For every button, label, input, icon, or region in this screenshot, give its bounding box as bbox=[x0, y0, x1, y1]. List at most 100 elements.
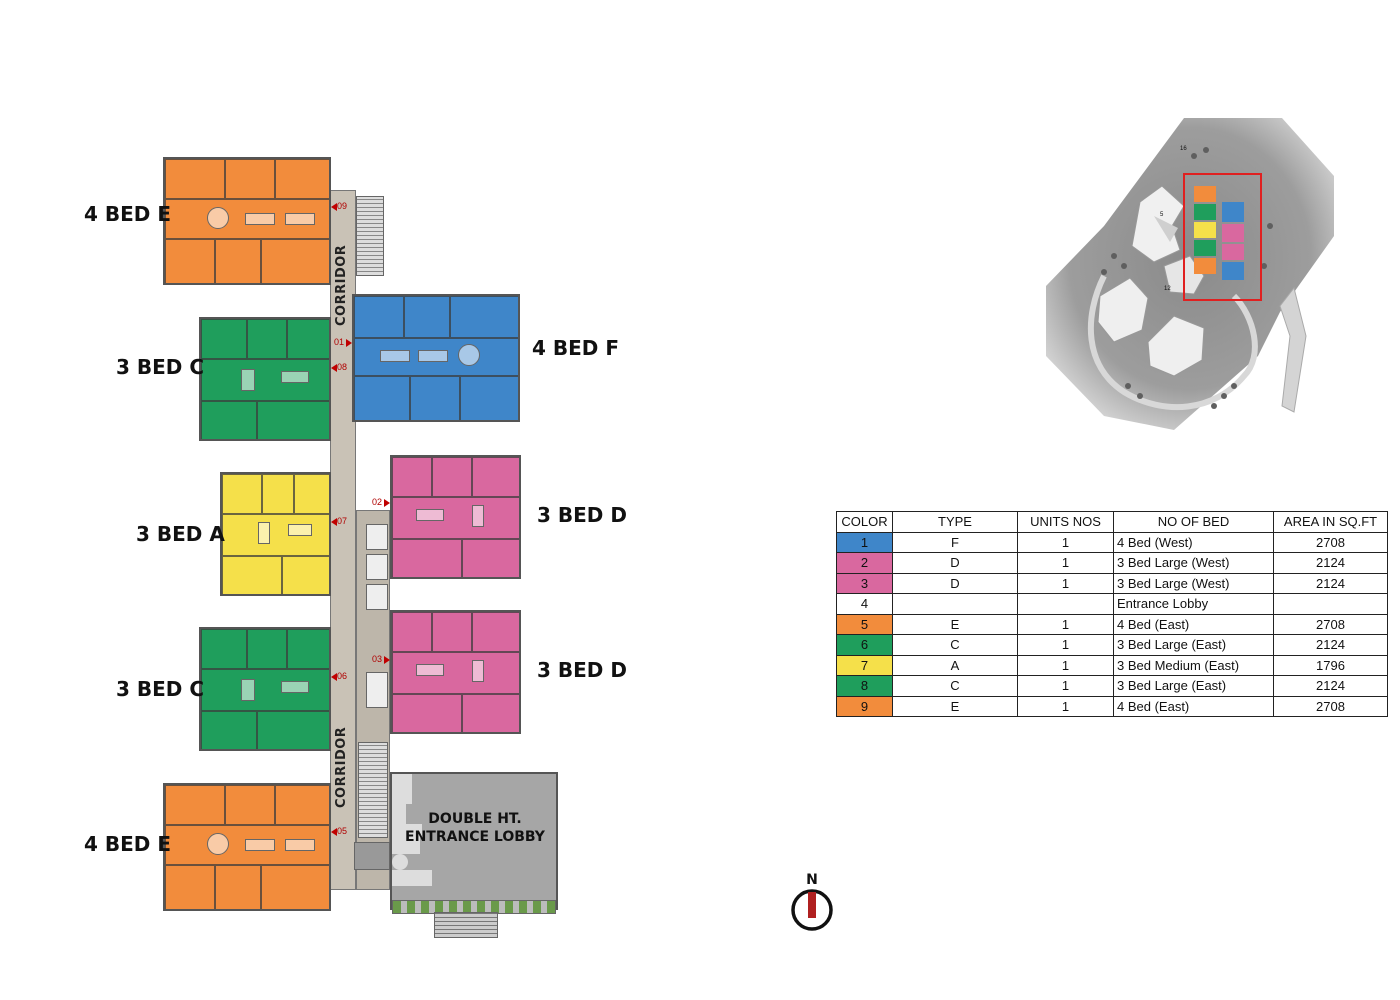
unit-label-06: 3 BED C bbox=[116, 677, 205, 701]
unit-label-01: 4 BED F bbox=[532, 336, 620, 360]
area-cell: 2124 bbox=[1273, 572, 1388, 594]
unit-01-4bed-f[interactable] bbox=[352, 294, 520, 422]
table-row: 9 E 1 4 Bed (East) 2708 bbox=[836, 695, 1388, 717]
lift-3 bbox=[366, 584, 388, 610]
unit-label-03: 3 BED D bbox=[537, 658, 627, 682]
units-cell: 1 bbox=[1017, 613, 1114, 635]
svg-text:5: 5 bbox=[1160, 212, 1164, 218]
legend-header-row: COLOR TYPE UNITS NOS NO OF BED AREA IN S… bbox=[836, 511, 1388, 533]
table-row: 3 D 1 3 Bed Large (West) 2124 bbox=[836, 572, 1388, 594]
unit-09-4bed-e[interactable] bbox=[163, 157, 331, 285]
unit-arrow-02 bbox=[384, 499, 390, 507]
unit-03-3bed-d[interactable] bbox=[390, 610, 521, 734]
unit-02-3bed-d[interactable] bbox=[390, 455, 521, 579]
color-swatch: 6 bbox=[836, 634, 893, 656]
area-cell: 1796 bbox=[1273, 654, 1388, 676]
lift-4 bbox=[366, 672, 388, 708]
svg-text:16: 16 bbox=[1180, 146, 1187, 152]
bed-cell: Entrance Lobby bbox=[1113, 593, 1274, 615]
type-cell bbox=[892, 593, 1018, 615]
units-cell: 1 bbox=[1017, 552, 1114, 574]
header-area: AREA IN SQ.FT bbox=[1273, 511, 1388, 533]
floor-plan: CORRIDOR CORRIDOR 4 BED E 09 3 BED C 08 bbox=[84, 157, 627, 938]
color-swatch: 4 bbox=[836, 593, 893, 615]
area-cell: 2708 bbox=[1273, 613, 1388, 635]
unit-label-09: 4 BED E bbox=[84, 202, 172, 226]
lift-1 bbox=[366, 524, 388, 550]
units-cell: 1 bbox=[1017, 695, 1114, 717]
unit-06-3bed-c[interactable] bbox=[199, 627, 331, 751]
unit-label-02: 3 BED D bbox=[537, 503, 627, 527]
bed-cell: 3 Bed Large (East) bbox=[1113, 634, 1274, 656]
staircase-top bbox=[356, 196, 384, 276]
unit-08-3bed-c[interactable] bbox=[199, 317, 331, 441]
unit-arrow-07 bbox=[331, 518, 337, 526]
north-compass-icon: N bbox=[791, 872, 833, 931]
svg-text:12: 12 bbox=[1164, 286, 1171, 292]
type-cell: D bbox=[892, 552, 1018, 574]
header-units: UNITS NOS bbox=[1017, 511, 1114, 533]
table-row: 1 F 1 4 Bed (West) 2708 bbox=[836, 531, 1388, 553]
color-swatch: 2 bbox=[836, 552, 893, 574]
area-cell: 2124 bbox=[1273, 634, 1388, 656]
unit-07-3bed-a[interactable] bbox=[220, 472, 331, 596]
bed-cell: 4 Bed (East) bbox=[1113, 613, 1274, 635]
unit-arrow-01 bbox=[346, 339, 352, 347]
unit-label-07: 3 BED A bbox=[136, 522, 225, 546]
units-cell: 1 bbox=[1017, 531, 1114, 553]
unit-number-09: 09 bbox=[337, 201, 348, 211]
header-color: COLOR bbox=[836, 511, 893, 533]
type-cell: D bbox=[892, 572, 1018, 594]
bed-cell: 3 Bed Large (West) bbox=[1113, 552, 1274, 574]
unit-arrow-08 bbox=[331, 364, 337, 372]
unit-arrow-09 bbox=[331, 203, 337, 211]
color-swatch: 9 bbox=[836, 695, 893, 717]
color-swatch: 1 bbox=[836, 531, 893, 553]
unit-number-01: 01 bbox=[334, 337, 345, 347]
lift-2 bbox=[366, 554, 388, 580]
area-cell: 2708 bbox=[1273, 531, 1388, 553]
table-row: 7 A 1 3 Bed Medium (East) 1796 bbox=[836, 654, 1388, 676]
header-bed: NO OF BED bbox=[1113, 511, 1274, 533]
unit-number-07: 07 bbox=[337, 516, 348, 526]
units-cell bbox=[1017, 593, 1114, 615]
corridor-label-bottom: CORRIDOR bbox=[334, 726, 349, 808]
bed-cell: 3 Bed Medium (East) bbox=[1113, 654, 1274, 676]
site-plan-map: 16 5 12 bbox=[1046, 118, 1334, 430]
unit-number-02: 02 bbox=[372, 497, 383, 507]
table-row: 6 C 1 3 Bed Large (East) 2124 bbox=[836, 634, 1388, 656]
unit-arrow-03 bbox=[384, 656, 390, 664]
area-cell: 2124 bbox=[1273, 552, 1388, 574]
units-cell: 1 bbox=[1017, 572, 1114, 594]
unit-number-03: 03 bbox=[372, 654, 383, 664]
color-swatch: 5 bbox=[836, 613, 893, 635]
unit-number-05: 05 bbox=[337, 826, 348, 836]
compass-label: N bbox=[806, 872, 818, 888]
unit-number-06: 06 bbox=[337, 671, 348, 681]
lobby-label-line1: DOUBLE HT. bbox=[428, 811, 522, 827]
area-cell: 2708 bbox=[1273, 695, 1388, 717]
unit-number-08: 08 bbox=[337, 362, 348, 372]
unit-05-4bed-e[interactable] bbox=[163, 783, 331, 911]
units-cell: 1 bbox=[1017, 634, 1114, 656]
color-swatch: 8 bbox=[836, 675, 893, 697]
bed-cell: 4 Bed (West) bbox=[1113, 531, 1274, 553]
table-row: 5 E 1 4 Bed (East) 2708 bbox=[836, 613, 1388, 635]
service-room bbox=[354, 842, 390, 870]
area-cell bbox=[1273, 593, 1388, 615]
unit-arrow-06 bbox=[331, 673, 337, 681]
header-type: TYPE bbox=[892, 511, 1018, 533]
units-cell: 1 bbox=[1017, 654, 1114, 676]
type-cell: A bbox=[892, 654, 1018, 676]
type-cell: C bbox=[892, 675, 1018, 697]
area-cell: 2124 bbox=[1273, 675, 1388, 697]
table-row: 2 D 1 3 Bed Large (West) 2124 bbox=[836, 552, 1388, 574]
color-swatch: 7 bbox=[836, 654, 893, 676]
table-row: 8 C 1 3 Bed Large (East) 2124 bbox=[836, 675, 1388, 697]
staircase-bottom bbox=[358, 742, 388, 838]
type-cell: C bbox=[892, 634, 1018, 656]
bed-cell: 3 Bed Large (West) bbox=[1113, 572, 1274, 594]
corridor-label-top: CORRIDOR bbox=[334, 244, 349, 326]
bed-cell: 4 Bed (East) bbox=[1113, 695, 1274, 717]
type-cell: F bbox=[892, 531, 1018, 553]
